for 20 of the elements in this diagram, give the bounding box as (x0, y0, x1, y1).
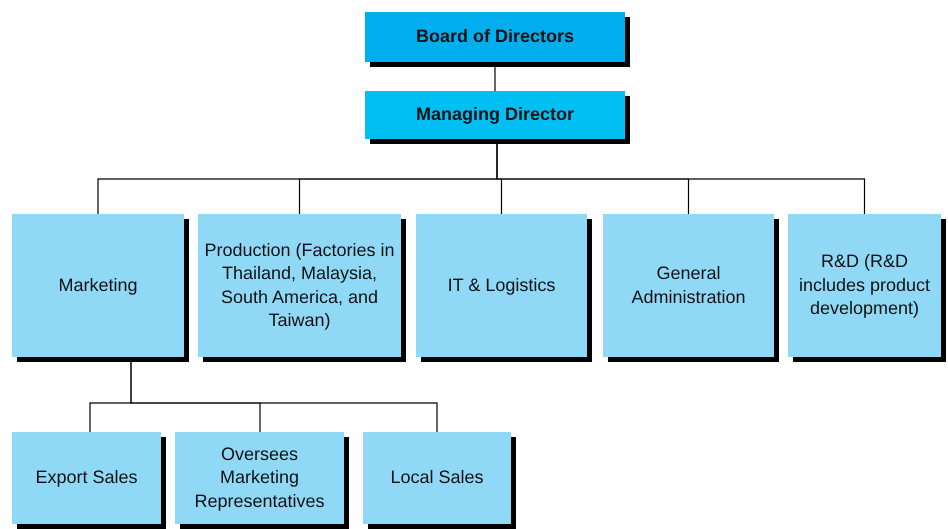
org-unit-box (603, 214, 774, 357)
org-unit-box (788, 214, 941, 357)
unit-name: Export Sales (34, 466, 139, 490)
org-unit-box (12, 214, 184, 357)
org-unit-box (12, 432, 161, 524)
unit-name: General Administration (630, 262, 747, 308)
org-unit-box (175, 432, 344, 524)
unit-name: Board of Directors (414, 25, 576, 48)
unit-name: Production (Factories in Thailand, Malaysia, South America, and Taiwan) (203, 238, 396, 332)
unit-name: Oversees Marketing Representatives (193, 442, 326, 513)
org-unit-box (365, 91, 625, 139)
unit-name: Managing Director (414, 103, 576, 126)
unit-name: Local Sales (389, 466, 485, 490)
org-unit-box (416, 214, 587, 357)
org-unit-box (363, 432, 511, 524)
org-unit-box (198, 214, 401, 357)
org-unit-box (365, 12, 625, 62)
unit-name: R&D (R&D includes product development) (798, 250, 932, 320)
unit-name: IT & Logistics (446, 274, 556, 297)
unit-name: Marketing (57, 274, 139, 297)
